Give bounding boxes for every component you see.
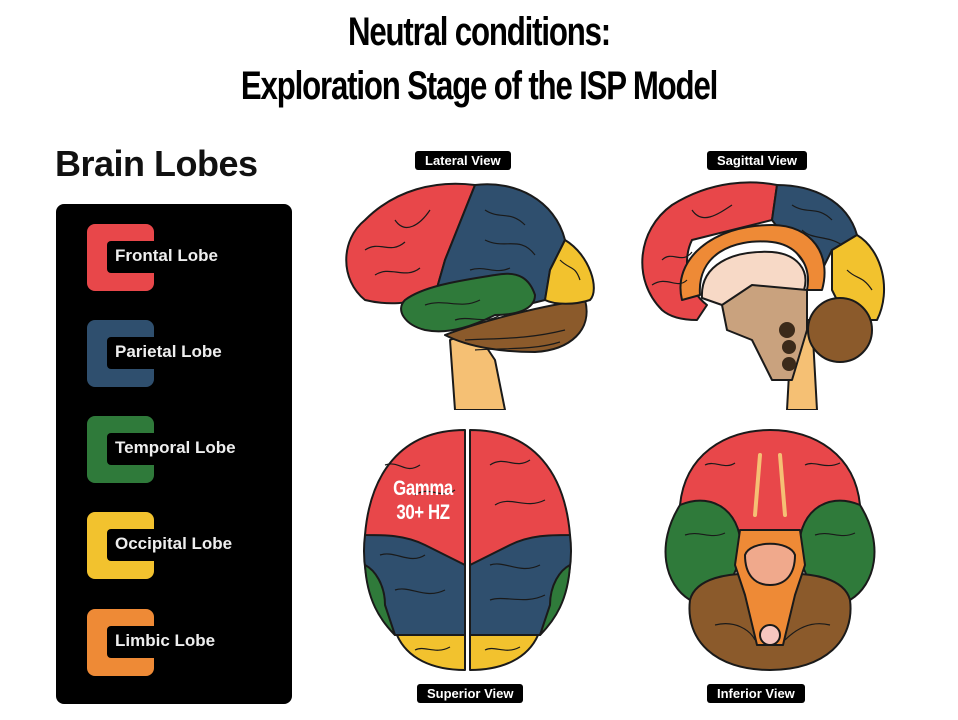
legend-item-frontal: Frontal Lobe [87,224,277,291]
page-title-line-1: Neutral conditions: [347,10,611,54]
legend-panel: Frontal Lobe Parietal Lobe Temporal Lobe… [56,204,292,704]
sagittal-view-label: Sagittal View [707,151,807,170]
lateral-view-label: Lateral View [415,151,511,170]
inferior-view-brain-illustration [664,429,876,671]
gamma-frequency-value: 30+ HZ [396,501,450,524]
legend-label: Limbic Lobe [115,631,216,650]
lateral-view-brain-illustration [345,182,595,410]
superior-view-brain-illustration [363,429,572,671]
gamma-label: Gamma [393,477,453,500]
legend-item-parietal: Parietal Lobe [87,320,277,387]
legend-item-limbic: Limbic Lobe [87,609,277,676]
inferior-view-label: Inferior View [707,684,805,703]
superior-view-label: Superior View [417,684,524,703]
sagittal-view-brain-illustration [641,181,885,410]
gamma-frequency-label: Gamma 30+ HZ [387,477,459,525]
page-title-line-2: Exploration Stage of the ISP Model [240,64,718,108]
legend-label: Temporal Lobe [115,438,236,457]
legend-label: Frontal Lobe [115,246,218,265]
legend-heading: Brain Lobes [55,143,258,184]
legend-label: Parietal Lobe [115,342,222,361]
legend-label: Occipital Lobe [115,534,233,553]
legend-item-temporal: Temporal Lobe [87,416,277,483]
legend-item-occipital: Occipital Lobe [87,512,277,579]
